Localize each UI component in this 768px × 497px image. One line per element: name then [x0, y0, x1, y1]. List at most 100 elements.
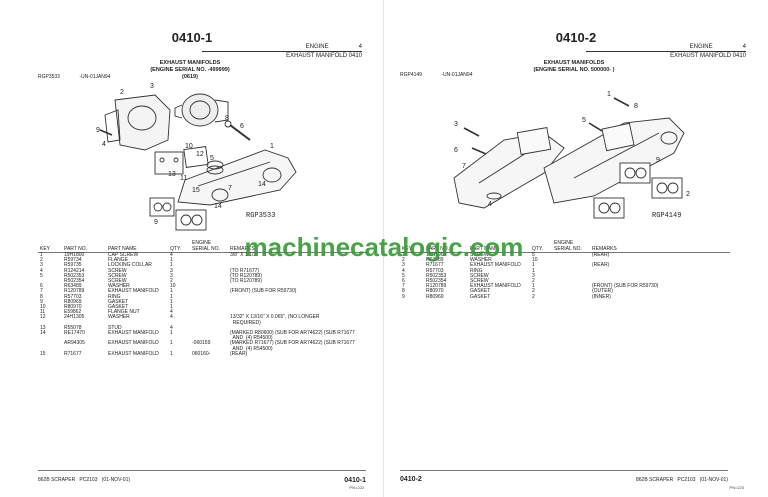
- left-illus-code: RGP3533: [246, 212, 276, 220]
- cell-remarks: 13/32" X 13/16" X 0.065", (NO LONGER REQ…: [230, 314, 320, 326]
- left-parts-table: KEY PART NO. PART NAME QTY. ENGINE SERIA…: [38, 240, 368, 357]
- cell-name: GASKET: [108, 298, 129, 305]
- cell-key: 1: [40, 252, 43, 258]
- left-table-header: KEY PART NO. PART NAME QTY. ENGINE SERIA…: [38, 240, 368, 253]
- cell-key: 10: [40, 304, 46, 311]
- cell-qty: 2: [532, 293, 535, 300]
- cell-name: CAP SCREW: [108, 252, 139, 258]
- left-caption: EXHAUST MANIFOLDS (ENGINE SERIAL NO. -49…: [110, 60, 270, 81]
- cell-qty: 1: [170, 298, 173, 305]
- cell-key: 15: [40, 350, 46, 357]
- right-ref-date: -UN-01JAN94: [441, 72, 473, 78]
- cell-name: SCREW: [470, 272, 489, 279]
- cell-qty: 10: [532, 257, 538, 264]
- cell-serial: [190, 315, 228, 325]
- right-exploded-diagram: 1 8 5 3 7 4 6 2 9: [453, 91, 690, 219]
- header-qty: QTY.: [168, 240, 190, 253]
- right-callout-5: 7: [462, 163, 466, 170]
- cell-remarks: (FRONT) (SUB FOR R59730): [592, 283, 659, 290]
- cell-key: 9: [40, 298, 43, 305]
- left-footer-rule: [38, 470, 366, 471]
- cell-name: EXHAUST MANIFOLD: [108, 350, 159, 357]
- left-callout-15: 1: [270, 143, 274, 150]
- cell-name: GASKET: [108, 304, 129, 311]
- left-callout-1: 3: [150, 83, 154, 90]
- cell-part: R71677: [64, 350, 82, 357]
- left-ref-date: -UN-01JAN94: [79, 74, 111, 80]
- cell-part: R120789: [64, 288, 85, 295]
- left-callout-6: 6: [240, 123, 244, 130]
- header-serial: ENGINE SERIAL NO.: [552, 240, 590, 253]
- left-callout-8: 12: [196, 151, 204, 158]
- right-callout-6: 4: [488, 201, 492, 208]
- table-row: R502354 SCREW 2 (TO R120789): [38, 278, 368, 285]
- cell-part: R71677: [426, 262, 444, 269]
- cell-serial: 060160-: [192, 350, 211, 357]
- cell-name: SCREW: [108, 278, 127, 285]
- cell-remarks: 3/8" X 1-1/2": [230, 252, 259, 258]
- cell-qty: 4: [170, 314, 173, 321]
- cell-remarks: (MARKED R80600) (SUB FOR AR74622) (SUB R…: [230, 330, 355, 342]
- cell-remarks: (FRONT) (SUB FOR R59730): [230, 288, 297, 295]
- cell-part: AR94305: [64, 340, 85, 347]
- cell-part: R502353: [64, 272, 85, 279]
- cell-name: EXHAUST MANIFOLD: [470, 262, 521, 269]
- cell-remarks: (TO R120789): [230, 278, 262, 285]
- cell-part: R502354: [64, 278, 85, 285]
- cell-qty: 2: [170, 278, 173, 285]
- cell-qty: 10: [170, 283, 176, 290]
- cell-name: FLANGE NUT: [108, 309, 140, 316]
- right-callout-7: 6: [454, 147, 458, 154]
- cell-part: R80969: [64, 298, 82, 305]
- cell-key: 11: [40, 309, 46, 316]
- left-footer-date: (01-NOV-01): [101, 477, 131, 483]
- cell-qty: 4: [170, 324, 173, 331]
- header-part-no: PART NO.: [424, 240, 468, 253]
- left-callout-7: 10: [185, 143, 193, 150]
- left-footer-sub: PN=222: [349, 485, 364, 490]
- left-caption-line3: (0619): [182, 74, 198, 80]
- cell-qty: 1: [170, 350, 173, 357]
- cell-remarks: (REAR): [592, 252, 610, 258]
- cell-qty: 3: [170, 267, 173, 274]
- left-callout-11: 11: [180, 175, 187, 182]
- left-callout-4: 4: [102, 141, 106, 148]
- cell-name: SCREW: [470, 278, 489, 285]
- cell-key: 5: [40, 272, 43, 279]
- left-footer-code: PC2103: [79, 477, 98, 483]
- cell-part: R502354: [426, 278, 447, 285]
- cell-key: 12: [40, 314, 46, 321]
- right-table-header: KEY PART NO. PART NAME QTY. ENGINE SERIA…: [400, 240, 730, 253]
- right-figure-ref: RGP4149 -UN-01JAN94: [400, 72, 490, 78]
- cell-key: 5: [402, 272, 405, 279]
- left-subsection: EXHAUST MANIFOLD 0410: [286, 53, 362, 59]
- cell-qty: 1: [532, 267, 535, 274]
- cell-part: R120789: [426, 283, 447, 290]
- cell-remarks: (OUTER): [592, 288, 613, 295]
- cell-qty: 1: [170, 262, 173, 269]
- cell-part: R59735: [64, 262, 82, 269]
- cell-name: SCREW: [108, 272, 127, 279]
- cell-part: R55078: [64, 324, 82, 331]
- cell-name: EXHAUST MANIFOLD: [108, 340, 159, 347]
- cell-qty: 4: [170, 252, 173, 258]
- cell-name: RING: [470, 267, 483, 274]
- left-callout-2: 2: [120, 89, 124, 96]
- header-part-name: PART NAME: [106, 240, 168, 253]
- cell-part: 19H1800: [64, 252, 85, 258]
- cell-part: R59734: [64, 257, 82, 264]
- left-caption-line1: EXHAUST MANIFOLDS: [159, 60, 221, 66]
